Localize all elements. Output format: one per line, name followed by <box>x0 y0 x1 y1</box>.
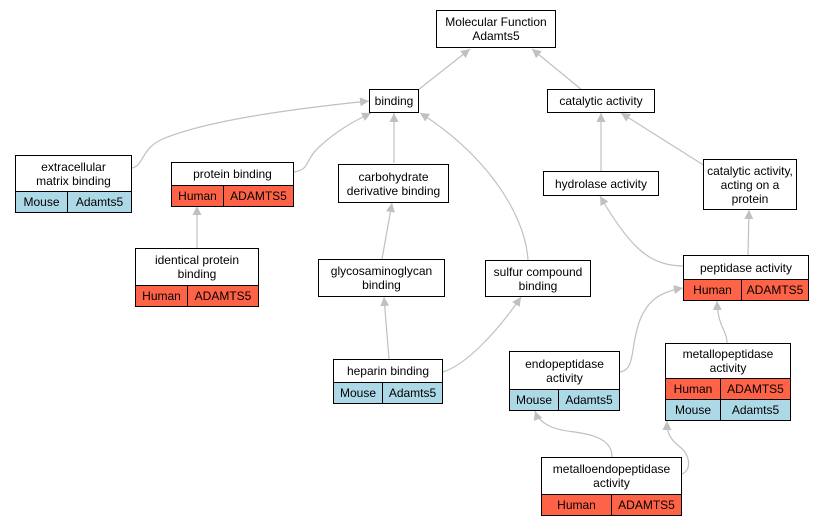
node-label-line: derivative binding <box>346 183 441 198</box>
species-row: Human ADAMTS5 <box>542 494 681 515</box>
edge-heparin-sulfur <box>442 296 522 373</box>
edge-sulfur-binding <box>419 112 529 261</box>
gene-cell: Adamts5 <box>558 390 619 410</box>
species-cell: Mouse <box>666 400 720 420</box>
species-row: Mouse Adamts5 <box>16 191 131 212</box>
species-row: Mouse Adamts5 <box>510 389 619 410</box>
node-label-line: protein binding <box>193 167 272 181</box>
node-label-line: extracellular <box>41 159 106 174</box>
edge-catprotein-catalytic <box>620 112 706 167</box>
node-label-line: glycosaminoglycan <box>330 264 433 278</box>
node-label-line: catalytic activity <box>559 94 643 108</box>
gene-cell: ADAMTS5 <box>223 186 293 206</box>
node-endopeptidase-activity[interactable]: endopeptidase activity Mouse Adamts5 <box>509 351 620 411</box>
node-extracellular-matrix-binding[interactable]: extracellular matrix binding Mouse Adamt… <box>15 155 132 213</box>
node-label-line: hydrolase activity <box>554 176 648 191</box>
edge-metalloendo-metallo <box>662 420 690 475</box>
edge-endo-peptidase <box>619 285 684 373</box>
edge-peptidase-hydrolase <box>599 195 685 267</box>
node-metalloendopeptidase-activity[interactable]: metalloendopeptidase activity Human ADAM… <box>541 457 682 516</box>
node-label-line: protein <box>731 191 769 206</box>
node-label-line: binding <box>362 278 401 292</box>
species-cell: Mouse <box>334 383 382 403</box>
node-label-line: activity <box>709 361 747 375</box>
edge-ecm-binding <box>131 97 370 169</box>
species-cell: Mouse <box>16 192 67 212</box>
node-label-line: sulfur compound <box>493 264 583 279</box>
gene-cell: Adamts5 <box>382 383 442 403</box>
gene-cell: Adamts5 <box>67 192 131 212</box>
node-label-line: catalytic activity, <box>707 163 793 178</box>
node-label-line: identical protein <box>154 253 240 267</box>
edge-protein-binding-binding <box>293 112 372 173</box>
gene-cell: ADAMTS5 <box>187 286 258 306</box>
species-cell: Mouse <box>510 390 558 410</box>
node-molecular-function[interactable]: Molecular Function Adamts5 <box>436 10 556 48</box>
node-identical-protein-binding[interactable]: identical protein binding Human ADAMTS5 <box>135 248 259 307</box>
species-row: Human ADAMTS5 <box>172 185 293 206</box>
node-label-line: activity <box>546 370 583 385</box>
node-catalytic-activity[interactable]: catalytic activity <box>547 89 655 113</box>
node-label-line: activity <box>593 476 630 490</box>
node-label-line: carbohydrate <box>358 169 429 184</box>
species-row: Mouse Adamts5 <box>666 399 790 420</box>
edge-peptidase-catprotein <box>744 209 754 256</box>
gene-cell: ADAMTS5 <box>741 280 808 300</box>
node-label-line: heparin binding <box>346 364 430 378</box>
node-binding[interactable]: binding <box>369 89 419 113</box>
node-label-line: metallopeptidase <box>682 347 774 361</box>
node-heparin-binding[interactable]: heparin binding Mouse Adamts5 <box>333 359 443 404</box>
node-metallopeptidase-activity[interactable]: metallopeptidase activity Human ADAMTS5 … <box>665 343 791 421</box>
node-carbohydrate-derivative-binding[interactable]: carbohydrate derivative binding <box>338 164 449 203</box>
species-cell: Human <box>136 286 187 306</box>
node-hydrolase-activity[interactable]: hydrolase activity <box>543 171 659 196</box>
species-row: Human ADAMTS5 <box>684 279 808 300</box>
edge-metalloendo-endo <box>533 410 613 458</box>
node-protein-binding[interactable]: protein binding Human ADAMTS5 <box>171 162 294 207</box>
species-row: Human ADAMTS5 <box>136 285 258 306</box>
edge-gag-carb <box>381 202 395 260</box>
species-cell: Human <box>542 495 611 515</box>
gene-cell: Adamts5 <box>720 400 790 420</box>
edge-binding-root <box>417 48 471 91</box>
node-label-line: Adamts5 <box>472 29 520 43</box>
node-label-line: peptidase activity <box>699 260 793 275</box>
node-label-line: binding <box>177 267 217 281</box>
node-label-line: acting on a <box>720 177 780 192</box>
species-row: Mouse Adamts5 <box>334 382 442 403</box>
species-row: Human ADAMTS5 <box>666 378 790 399</box>
edge-metallo-peptidase <box>712 300 728 344</box>
node-label-line: endopeptidase <box>525 356 604 371</box>
edge-catalytic-root <box>531 48 583 91</box>
node-label-line: Molecular Function <box>445 15 547 29</box>
edge-heparin-gag <box>380 296 390 360</box>
species-cell: Human <box>172 186 223 206</box>
gene-cell: ADAMTS5 <box>611 495 681 515</box>
node-catalytic-activity-on-protein[interactable]: catalytic activity, acting on a protein <box>703 159 797 210</box>
node-label-line: metalloendopeptidase <box>552 462 671 476</box>
gene-cell: ADAMTS5 <box>720 379 790 399</box>
node-sulfur-compound-binding[interactable]: sulfur compound binding <box>485 260 591 297</box>
species-cell: Human <box>666 379 720 399</box>
node-glycosaminoglycan-binding[interactable]: glycosaminoglycan binding <box>318 259 445 297</box>
node-label-line: matrix binding <box>36 173 111 188</box>
species-cell: Human <box>684 280 741 300</box>
node-peptidase-activity[interactable]: peptidase activity Human ADAMTS5 <box>683 255 809 301</box>
node-label-line: binding <box>374 94 414 108</box>
node-label-line: binding <box>518 278 558 293</box>
